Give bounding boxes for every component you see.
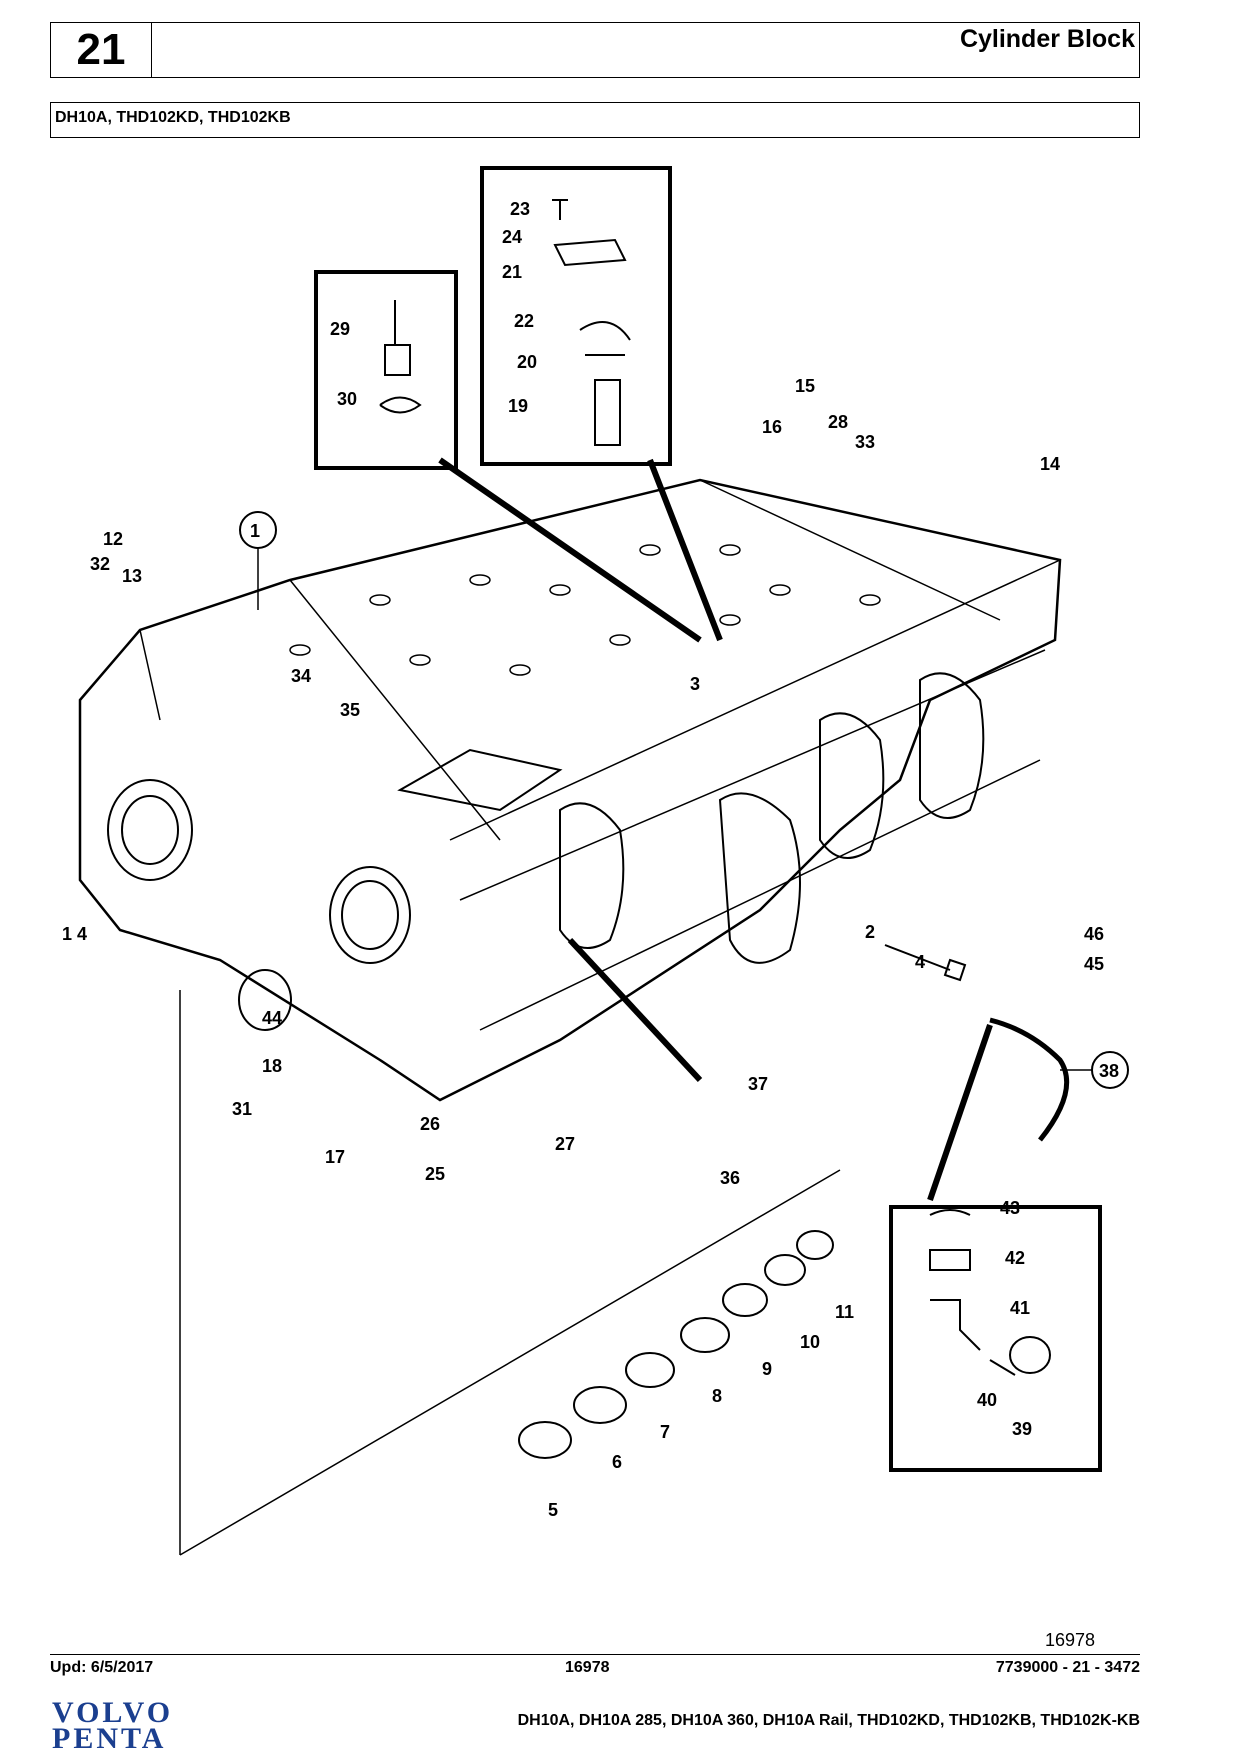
inset-frame-right — [889, 1205, 1102, 1472]
callout-46: 46 — [1084, 924, 1104, 944]
callout-24: 24 — [502, 227, 522, 247]
callout-29: 29 — [330, 319, 350, 339]
callout-27: 27 — [555, 1134, 575, 1154]
callout-9: 9 — [762, 1359, 772, 1379]
callout-13: 13 — [122, 566, 142, 586]
callout-5: 5 — [548, 1500, 558, 1520]
callout-44: 44 — [262, 1008, 282, 1028]
callout-1: 1 — [250, 521, 260, 541]
callout-4: 4 — [915, 952, 925, 972]
update-date: Upd: 6/5/2017 — [50, 1659, 154, 1676]
footer-divider — [50, 1654, 1140, 1655]
callout-16: 16 — [762, 417, 782, 437]
models-full: DH10A, DH10A 285, DH10A 360, DH10A Rail,… — [517, 1712, 1140, 1729]
callout-43: 43 — [1000, 1198, 1020, 1218]
volvo-penta-logo: VOLVO PENTA — [52, 1696, 212, 1755]
callout-30: 30 — [337, 389, 357, 409]
callout-25: 25 — [425, 1164, 445, 1184]
callout-10: 10 — [800, 1332, 820, 1352]
footer-code: 16978 — [565, 1659, 610, 1676]
logo-penta: PENTA — [52, 1722, 167, 1755]
callout-34: 34 — [291, 666, 311, 686]
callout-42: 42 — [1005, 1248, 1025, 1268]
callout-2: 2 — [865, 922, 875, 942]
callout-37: 37 — [748, 1074, 768, 1094]
reference-number: 7739000 - 21 - 3472 — [995, 1659, 1140, 1676]
callout-11: 11 — [835, 1302, 854, 1322]
callout-35: 35 — [340, 700, 360, 720]
callout-8: 8 — [712, 1386, 722, 1406]
callout-12: 12 — [103, 529, 123, 549]
inset-frame-left — [314, 270, 458, 470]
callout-18: 18 — [262, 1056, 282, 1076]
callout-15: 15 — [795, 376, 815, 396]
callout-1-4: 1 4 — [62, 924, 87, 944]
callout-38: 38 — [1099, 1061, 1119, 1081]
callout-32: 32 — [90, 554, 110, 574]
callout-6: 6 — [612, 1452, 622, 1472]
callout-7: 7 — [660, 1422, 670, 1442]
section-number: 21 — [51, 23, 152, 77]
callout-17: 17 — [325, 1147, 345, 1167]
callout-19: 19 — [508, 396, 528, 416]
block-outline — [78, 478, 1062, 1102]
callout-20: 20 — [517, 352, 537, 372]
callout-28: 28 — [828, 412, 848, 432]
logo-volvo: VOLVO — [52, 1696, 174, 1729]
page-title: Cylinder Block — [959, 25, 1135, 53]
callout-40: 40 — [977, 1390, 997, 1410]
callout-14: 14 — [1040, 454, 1060, 474]
callout-36: 36 — [720, 1168, 740, 1188]
callout-33: 33 — [855, 432, 875, 452]
callout-31: 31 — [232, 1099, 252, 1119]
figure-number: 16978 — [1045, 1630, 1096, 1650]
inset-frame-top — [480, 166, 672, 466]
callout-39: 39 — [1012, 1419, 1032, 1439]
callout-22: 22 — [514, 311, 534, 331]
callout-41: 41 — [1010, 1298, 1030, 1318]
callout-26: 26 — [420, 1114, 440, 1134]
callout-3: 3 — [690, 674, 700, 694]
callout-21: 21 — [502, 262, 522, 282]
callout-45: 45 — [1084, 954, 1104, 974]
callout-23: 23 — [510, 199, 530, 219]
header-box: 21 Cylinder Block — [50, 22, 1140, 78]
models-line: DH10A, THD102KD, THD102KB — [50, 102, 1140, 138]
